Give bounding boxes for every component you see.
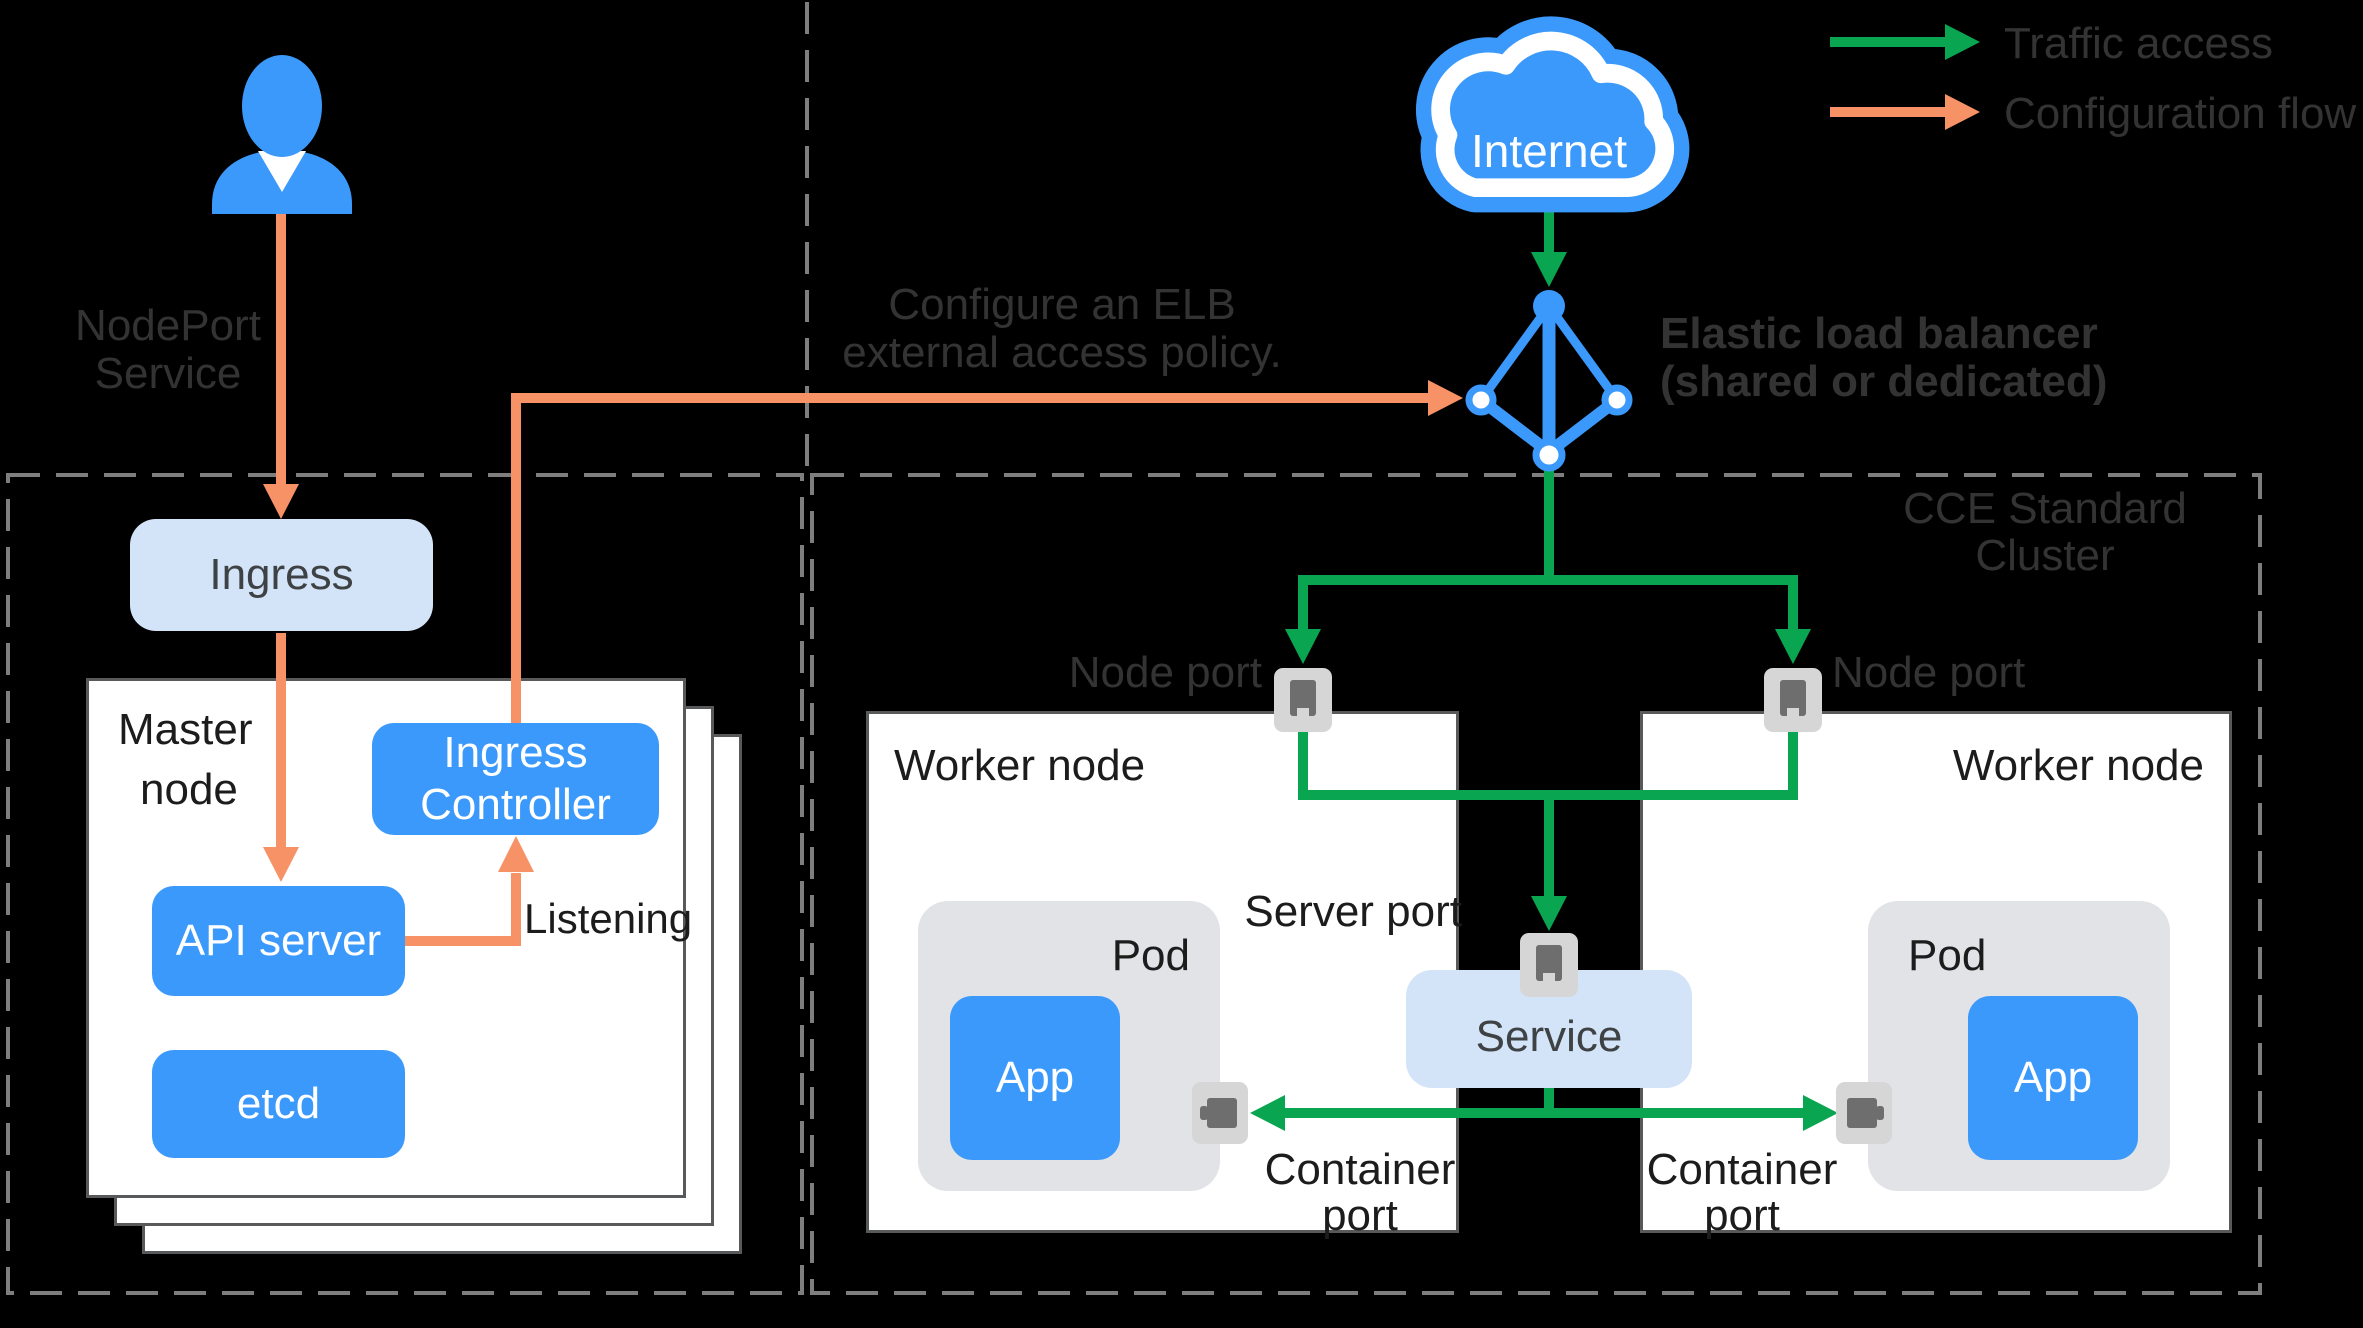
app-right-box: App [1968, 996, 2138, 1160]
elb-icon [1465, 290, 1633, 472]
container-port-left-tab [1200, 1106, 1208, 1120]
ingress-controller-line2: Controller [420, 780, 611, 829]
user-head [242, 55, 322, 157]
api-server-box: API server [152, 886, 405, 996]
server-port-notch [1543, 973, 1555, 981]
container-port-left-plug [1207, 1098, 1237, 1128]
config-line-controller-to-elb [511, 393, 1430, 723]
server-port-icon [1520, 933, 1578, 997]
service-label: Service [1475, 1012, 1623, 1061]
elb-bottom-node [1532, 438, 1566, 472]
legend-config-arrowhead [1945, 94, 1980, 130]
app-left-label: App [995, 1053, 1075, 1103]
node-port-left-icon [1274, 668, 1332, 732]
user-icon [212, 55, 352, 214]
node-port-left-notch [1297, 708, 1309, 716]
app-right-label: App [2013, 1053, 2093, 1103]
cloud-body [1431, 31, 1675, 198]
ingress-label: Ingress [209, 550, 354, 599]
service-box: Service [1406, 970, 1692, 1088]
traffic-elbow-right-nodeport [1549, 732, 1798, 800]
elb-top-node [1533, 290, 1565, 322]
config-arrowhead-api [263, 847, 299, 882]
app-left-box: App [950, 996, 1120, 1160]
ingress-controller-label: Ingress Controller [420, 727, 611, 831]
node-port-right-icon [1764, 668, 1822, 732]
etcd-box: etcd [152, 1050, 405, 1158]
config-arrowhead-controller [498, 836, 534, 872]
container-port-right-icon [1836, 1082, 1892, 1144]
configuration-flow-lines [276, 107, 1946, 946]
traffic-arrowhead-right-nodeport [1775, 629, 1811, 664]
internet-cloud-icon [1415, 16, 1690, 213]
traffic-arrowhead-left-container [1250, 1095, 1285, 1131]
configuration-flow-arrowheads [263, 94, 1980, 882]
legend-traffic-arrowhead [1945, 24, 1980, 60]
cce-cluster-dashed-box [810, 473, 2262, 1295]
node-port-right-notch [1787, 708, 1799, 716]
ingress-controller-box: Ingress Controller [372, 723, 659, 835]
etcd-label: etcd [236, 1079, 321, 1129]
elb-left-node [1465, 384, 1497, 416]
config-arrowhead-elb [1428, 380, 1463, 416]
container-port-right-tab [1876, 1106, 1884, 1120]
user-collar [258, 151, 306, 192]
traffic-arrowhead-right-container [1803, 1095, 1838, 1131]
traffic-split-to-node-ports [1298, 575, 1798, 630]
traffic-elbow-left-nodeport [1298, 732, 1549, 800]
api-server-label: API server [175, 916, 382, 966]
container-port-left-icon [1192, 1082, 1248, 1144]
config-line-api-to-controller [405, 873, 521, 946]
elb-right-node [1601, 384, 1633, 416]
traffic-arrowhead-server-port [1531, 896, 1567, 931]
left-cluster-dashed-box [6, 473, 804, 1295]
ingress-controller-line1: Ingress [443, 728, 588, 778]
container-port-right-plug [1847, 1098, 1877, 1128]
traffic-arrowhead-elb [1531, 252, 1567, 287]
traffic-access-arrowheads [1250, 24, 1980, 1131]
traffic-arrowhead-left-nodeport [1285, 629, 1321, 664]
ingress-box: Ingress [130, 519, 433, 631]
config-arrowhead-ingress [263, 484, 299, 519]
elb-edges [1477, 303, 1621, 457]
